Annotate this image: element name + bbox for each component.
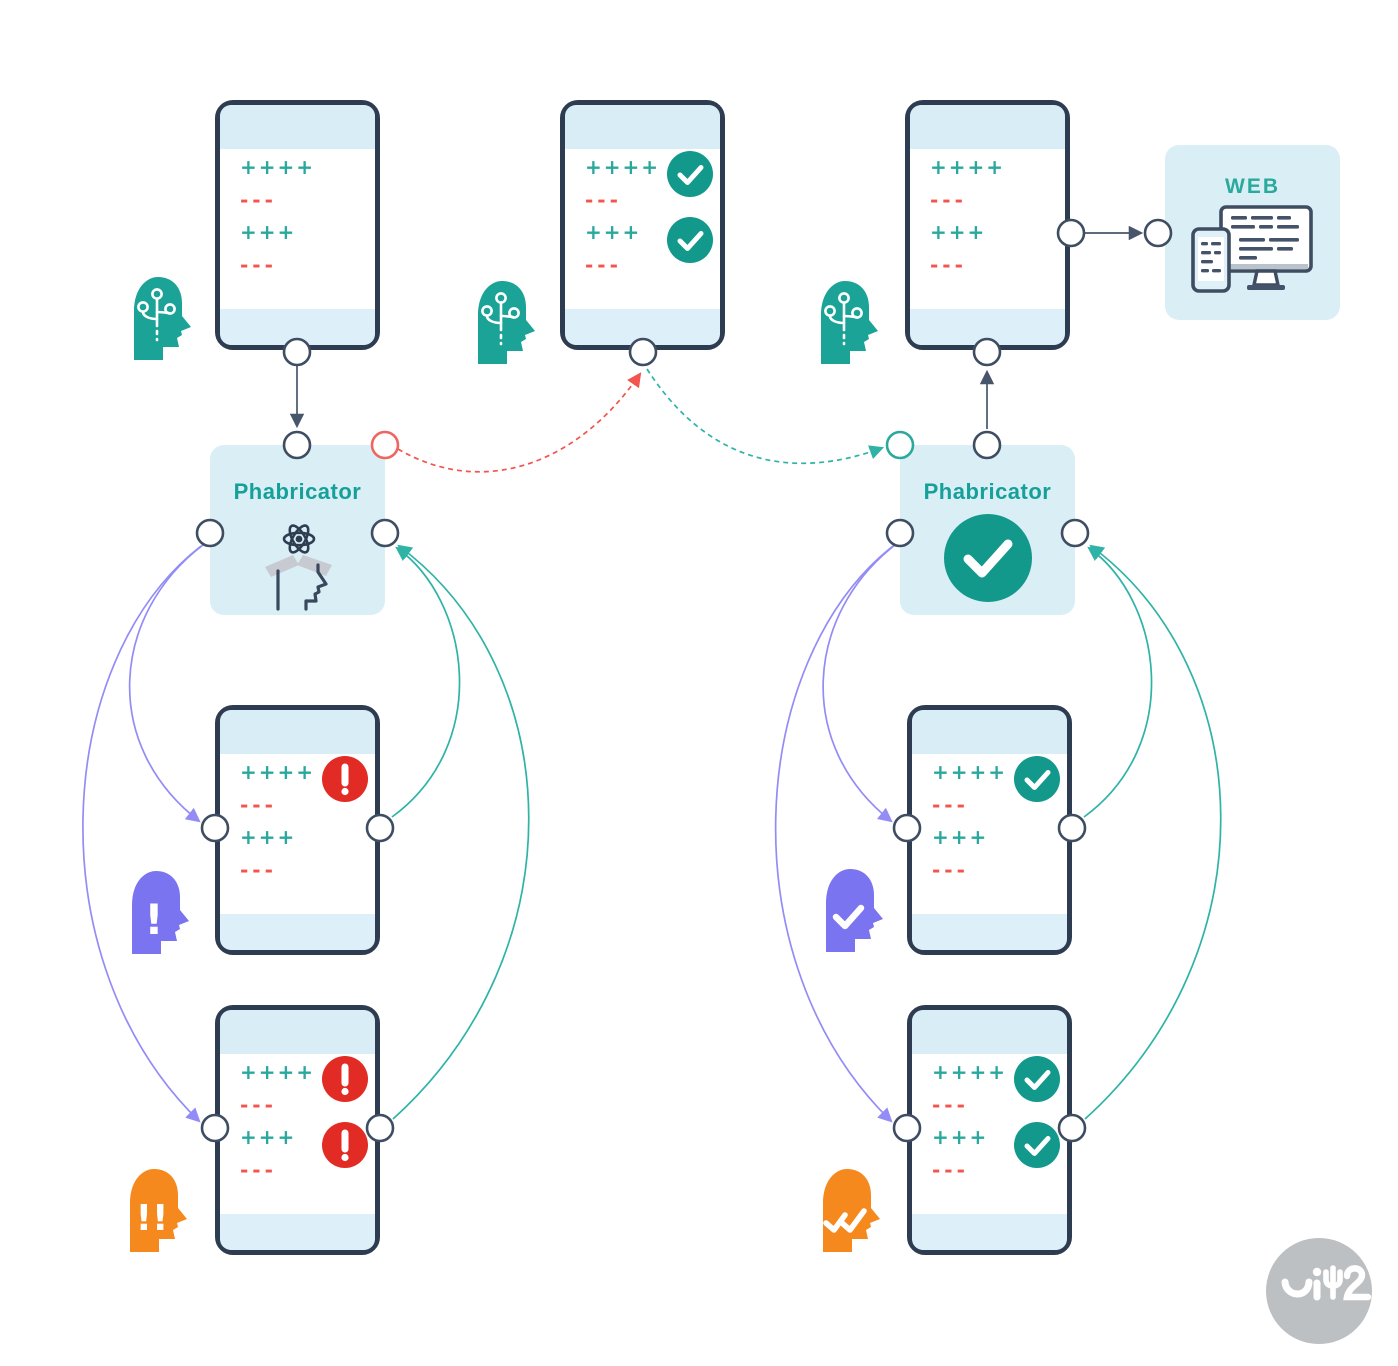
diff-added-line: ++++ <box>240 155 316 179</box>
diff-added-line: ++++ <box>932 760 1008 784</box>
arrow-review-return-2 <box>392 544 530 1120</box>
phabricator-box-approved: Phabricator <box>900 445 1075 615</box>
devices-icon <box>1191 205 1313 293</box>
diff-added-line: +++ <box>930 220 987 244</box>
check-badge-icon <box>667 151 713 197</box>
check-badge-icon <box>1014 756 1060 802</box>
card-footer-band <box>565 309 720 345</box>
diff-removed-line: --- <box>932 1093 969 1117</box>
reviewer-head-double-warning-icon: !! <box>130 1169 187 1252</box>
diff-added-line: ++++ <box>930 155 1006 179</box>
diff-added-line: ++++ <box>585 155 661 179</box>
card-footer-band <box>220 914 375 950</box>
double-exclaim-glyph: !! <box>136 1198 169 1239</box>
developer-head-git-icon <box>134 277 191 360</box>
card-header-band <box>220 710 375 754</box>
commit-card-top-middle-approved: ++++ --- +++ --- <box>560 100 725 350</box>
phabricator-label: Phabricator <box>233 479 362 504</box>
commit-card-left-one-error: ++++ --- +++ --- <box>215 705 380 955</box>
card-header-band <box>910 105 1065 149</box>
phabricator-label: Phabricator <box>923 479 1052 504</box>
arrow-review-return-4 <box>1084 544 1222 1120</box>
check-badge-icon <box>1014 1056 1060 1102</box>
developer-head-git-icon <box>821 281 878 364</box>
card-footer-band <box>220 309 375 345</box>
phabricator-box-review: Phabricator <box>210 445 385 615</box>
card-footer-band <box>910 309 1065 345</box>
commit-card-top-left: ++++ --- +++ --- <box>215 100 380 350</box>
diff-added-line: +++ <box>932 1125 989 1149</box>
diff-added-line: ++++ <box>240 1060 316 1084</box>
diff-removed-line: --- <box>585 253 622 277</box>
diff-added-line: +++ <box>585 220 642 244</box>
diff-added-line: ++++ <box>240 760 316 784</box>
commit-card-right-one-check: ++++ --- +++ --- <box>907 705 1072 955</box>
web-label: WEB <box>1225 175 1280 198</box>
diff-added-line: +++ <box>932 825 989 849</box>
diff-removed-line: --- <box>930 253 967 277</box>
commit-card-left-two-errors: ++++ --- +++ --- <box>215 1005 380 1255</box>
diff-removed-line: --- <box>932 1158 969 1182</box>
commit-card-top-right-published: ++++ --- +++ --- <box>905 100 1070 350</box>
error-badge-icon <box>322 1122 368 1168</box>
reviewer-head-warning-icon: ! <box>132 871 189 954</box>
commit-card-right-two-checks: ++++ --- +++ --- <box>907 1005 1072 1255</box>
diff-added-line: +++ <box>240 220 297 244</box>
arrow-review-return-1 <box>391 546 461 818</box>
check-badge-icon <box>667 217 713 263</box>
card-header-band <box>220 1010 375 1054</box>
diff-removed-line: --- <box>240 858 277 882</box>
card-header-band <box>565 105 720 149</box>
web-deploy-box: WEB <box>1165 145 1340 320</box>
diff-removed-line: --- <box>932 858 969 882</box>
arrow-review-return-3 <box>1083 546 1153 818</box>
reviewer-head-double-check-icon <box>823 1169 880 1252</box>
error-badge-icon <box>322 756 368 802</box>
card-header-band <box>912 710 1067 754</box>
diff-removed-line: --- <box>932 793 969 817</box>
diff-removed-line: --- <box>585 188 622 212</box>
arrow-dispatch-review-3 <box>822 544 896 823</box>
check-badge-icon <box>1014 1122 1060 1168</box>
site-logo-42-icon <box>1266 1238 1372 1344</box>
diff-removed-line: --- <box>240 188 277 212</box>
error-badge-icon <box>322 1056 368 1102</box>
card-header-band <box>912 1010 1067 1054</box>
diff-added-line: +++ <box>240 825 297 849</box>
mind-bloom-review-icon <box>265 524 332 611</box>
reviewer-head-approved-icon <box>826 869 883 952</box>
diff-added-line: +++ <box>240 1125 297 1149</box>
diff-added-line: ++++ <box>932 1060 1008 1084</box>
diff-removed-line: --- <box>930 188 967 212</box>
diff-removed-line: --- <box>240 253 277 277</box>
arrow-rejected-resubmit <box>397 372 642 473</box>
arrow-approved-forward <box>646 368 885 465</box>
developer-head-git-icon <box>478 281 535 364</box>
diff-removed-line: --- <box>240 1093 277 1117</box>
card-footer-band <box>220 1214 375 1250</box>
exclaim-glyph: ! <box>144 895 163 944</box>
arrow-dispatch-review-4 <box>774 545 894 1123</box>
approved-check-icon <box>944 514 1032 602</box>
card-header-band <box>220 105 375 149</box>
arrow-dispatch-review-2 <box>82 545 202 1123</box>
card-footer-band <box>912 914 1067 950</box>
arrow-dispatch-review-1 <box>128 544 204 823</box>
diff-removed-line: --- <box>240 793 277 817</box>
card-footer-band <box>912 1214 1067 1250</box>
diff-removed-line: --- <box>240 1158 277 1182</box>
